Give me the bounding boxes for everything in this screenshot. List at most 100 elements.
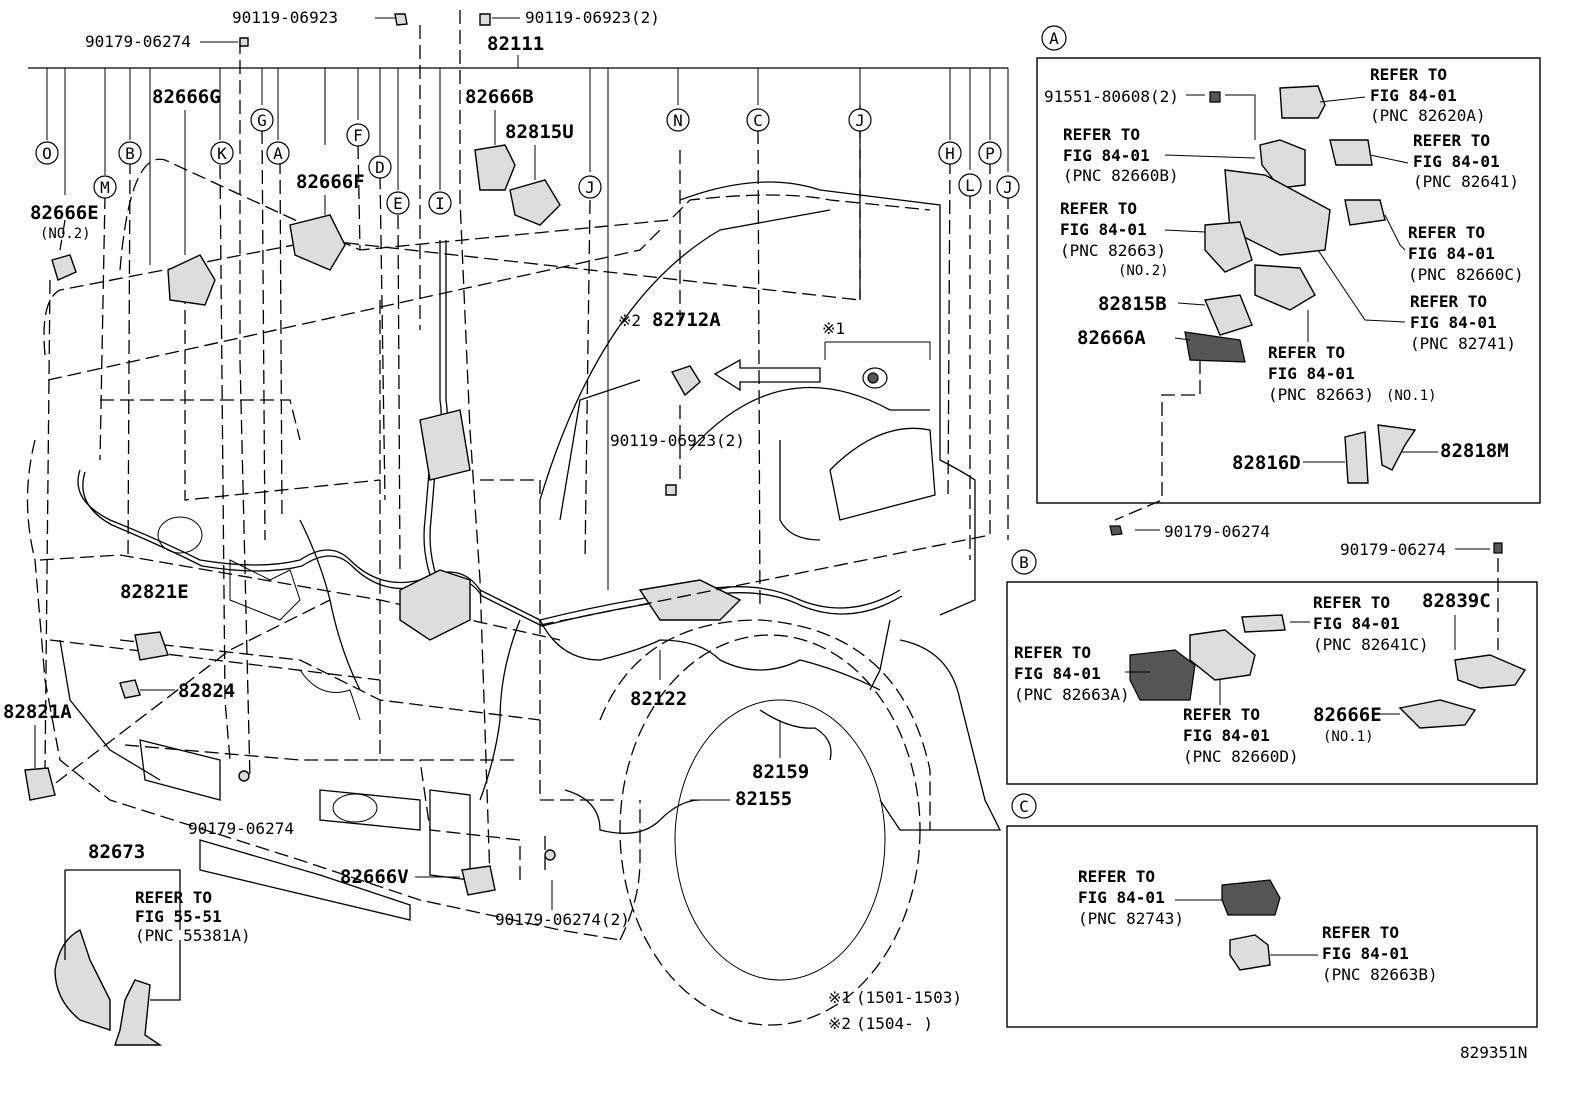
label-90179-06274-low: 90179-06274 xyxy=(188,819,294,838)
label-82839c: 82839C xyxy=(1422,590,1491,612)
panel-b-letter: B xyxy=(1019,553,1029,572)
a-ref5-l1: REFER TO xyxy=(1408,223,1485,242)
diagram-id: 829351N xyxy=(1460,1043,1527,1062)
a-ref2-l1: REFER TO xyxy=(1063,125,1140,144)
label-82666f: 82666F xyxy=(296,171,365,193)
a-ref2-l2: FIG 84-01 xyxy=(1063,146,1150,165)
b-ref2-l2: FIG 84-01 xyxy=(1014,664,1101,683)
a-ref3-l3: (PNC 82641) xyxy=(1413,172,1519,191)
c-ref2-l2: FIG 84-01 xyxy=(1322,944,1409,963)
a-ref6-l1: REFER TO xyxy=(1410,292,1487,311)
a-ref3-l2: FIG 84-01 xyxy=(1413,152,1500,171)
c-ref2-l3: (PNC 82663B) xyxy=(1322,965,1438,984)
c-ref2-l1: REFER TO xyxy=(1322,923,1399,942)
circle-label-k: K xyxy=(217,144,227,163)
c-ref1-l2: FIG 84-01 xyxy=(1078,888,1165,907)
a-ref6-l3: (PNC 82741) xyxy=(1410,334,1516,353)
refer-55-line3: (PNC 55381A) xyxy=(135,926,251,945)
panel-b: B 90179-06274 82839C REFER TO FIG 84-01 … xyxy=(1006,540,1538,785)
a-ref4-l2: FIG 84-01 xyxy=(1060,220,1147,239)
circle-label-n: N xyxy=(673,111,683,130)
circle-label-f: F xyxy=(353,126,363,145)
label-82815b: 82815B xyxy=(1098,293,1167,315)
a-ref1-l2: FIG 84-01 xyxy=(1370,86,1457,105)
panel-a-letter: A xyxy=(1049,29,1059,48)
label-82666e-b: 82666E xyxy=(1313,704,1382,726)
label-82666a: 82666A xyxy=(1077,327,1146,349)
a-no2: (NO.2) xyxy=(1118,263,1169,279)
panel-a-90179: 90179-06274 xyxy=(1164,522,1270,541)
label-82666b: 82666B xyxy=(465,86,534,108)
circle-label-m: M xyxy=(100,178,110,197)
circle-label-j2: J xyxy=(855,111,865,130)
circle-label-h: H xyxy=(945,144,955,163)
circle-label-b: B xyxy=(125,144,135,163)
circle-label-i: I xyxy=(435,194,445,213)
a-ref1-l3: (PNC 82620A) xyxy=(1370,106,1486,125)
label-90119-06923-top: 90119-06923 xyxy=(232,8,338,27)
panel-a: A 91551-80608(2) REFER TO FIG 84- xyxy=(1036,25,1541,541)
a-ref4-l3: (PNC 82663) xyxy=(1060,241,1166,260)
circle-letter-labels: O M B K G A F D E I N C J J H L P J xyxy=(35,108,1020,215)
circle-label-j1: J xyxy=(585,178,595,197)
b-ref1-l2: FIG 84-01 xyxy=(1313,614,1400,633)
refer-55-line2: FIG 55-51 xyxy=(135,907,222,926)
label-82122: 82122 xyxy=(630,688,687,710)
label-82821a: 82821A xyxy=(3,701,72,723)
vehicle-linework xyxy=(24,10,1009,1046)
refer-55-line1: REFER TO xyxy=(135,888,212,907)
label-mark1: ※1 xyxy=(822,319,845,338)
label-82816d: 82816D xyxy=(1232,452,1301,474)
b-ref1-l3: (PNC 82641C) xyxy=(1313,635,1429,654)
b-ref1-l1: REFER TO xyxy=(1313,593,1390,612)
label-82815u: 82815U xyxy=(505,121,574,143)
label-82155: 82155 xyxy=(735,788,792,810)
note1-text: (1501-1503) xyxy=(856,988,962,1007)
label-90179-06274-top: 90179-06274 xyxy=(85,32,191,51)
a-ref7-l3: (PNC 82663) xyxy=(1268,385,1374,404)
label-82821e: 82821E xyxy=(120,581,189,603)
label-82666e: 82666E xyxy=(30,202,99,224)
label-82111: 82111 xyxy=(487,33,544,55)
label-82712a: 82712A xyxy=(652,309,721,331)
label-82666v: 82666V xyxy=(340,866,409,888)
label-mark2: ※2 xyxy=(618,311,641,330)
circle-label-a: A xyxy=(273,144,283,163)
label-82159: 82159 xyxy=(752,761,809,783)
main-part-labels: 90119-06923 90119-06923(2) 90179-06274 8… xyxy=(3,8,845,945)
panel-b-90179: 90179-06274 xyxy=(1340,540,1446,559)
label-90119-06923-2-top: 90119-06923(2) xyxy=(525,8,660,27)
b-ref3-l3: (PNC 82660D) xyxy=(1183,747,1299,766)
circle-label-c: C xyxy=(753,111,763,130)
label-90179-06274-2: 90179-06274(2) xyxy=(495,910,630,929)
label-90119-06923-2-mid: 90119-06923(2) xyxy=(610,431,745,450)
panel-c-letter: C xyxy=(1019,797,1029,816)
c-ref1-l1: REFER TO xyxy=(1078,867,1155,886)
circle-label-d: D xyxy=(375,158,385,177)
circle-label-e: E xyxy=(393,194,403,213)
a-ref5-l2: FIG 84-01 xyxy=(1408,244,1495,263)
a-ref7-l1: REFER TO xyxy=(1268,343,1345,362)
circle-label-g: G xyxy=(257,111,267,130)
a-ref1-l1: REFER TO xyxy=(1370,65,1447,84)
a-ref4-l1: REFER TO xyxy=(1060,199,1137,218)
label-82818m: 82818M xyxy=(1440,440,1509,462)
b-ref2-l3: (PNC 82663A) xyxy=(1014,685,1130,704)
circle-label-j3: J xyxy=(1003,178,1013,197)
label-82666g: 82666G xyxy=(152,86,221,108)
label-no2: (NO.2) xyxy=(40,226,91,242)
panel-a-bolt: 91551-80608(2) xyxy=(1044,87,1179,106)
a-ref6-l2: FIG 84-01 xyxy=(1410,313,1497,332)
b-ref3-l2: FIG 84-01 xyxy=(1183,726,1270,745)
footnotes: ※1 (1501-1503) ※2 (1504- ) 829351N xyxy=(828,988,1527,1062)
b-no1: (NO.1) xyxy=(1323,729,1374,745)
b-ref3-l1: REFER TO xyxy=(1183,705,1260,724)
note2-text: (1504- ) xyxy=(856,1014,933,1033)
b-ref2-l1: REFER TO xyxy=(1014,643,1091,662)
circle-label-p: P xyxy=(985,144,995,163)
panel-c: C REFER TO FIG 84-01 (PNC 82743) REFER T… xyxy=(1006,793,1538,1028)
a-ref5-l3: (PNC 82660C) xyxy=(1408,265,1524,284)
a-no1: (NO.1) xyxy=(1386,388,1437,404)
circle-label-l: L xyxy=(965,176,975,195)
